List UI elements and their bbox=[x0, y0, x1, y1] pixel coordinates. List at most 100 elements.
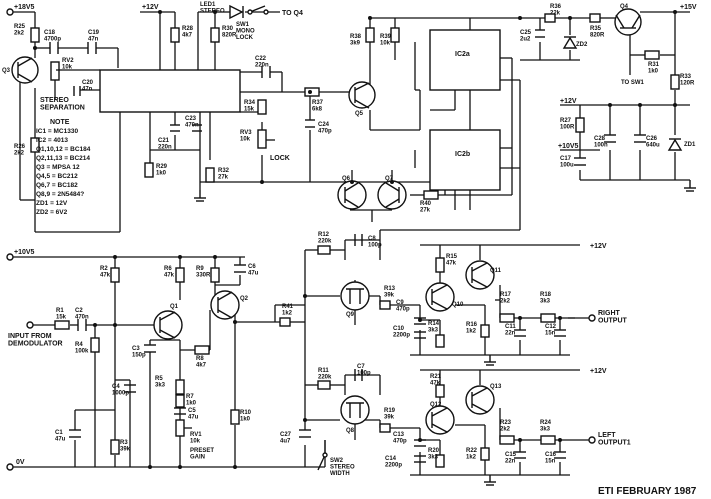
r40-resistor bbox=[423, 190, 439, 200]
r17-resistor bbox=[499, 313, 515, 323]
r3-resistor bbox=[110, 439, 120, 455]
q9-transistor bbox=[340, 281, 370, 311]
r13-resistor bbox=[379, 300, 391, 310]
q5-transistor bbox=[348, 81, 376, 109]
c21-capacitor bbox=[170, 124, 180, 132]
q2-transistor bbox=[210, 290, 240, 320]
input-terminal bbox=[26, 321, 34, 329]
r11-resistor bbox=[317, 380, 331, 390]
ic2b-label: IC2b bbox=[455, 151, 470, 158]
plus10-terminal bbox=[6, 253, 14, 261]
r36-resistor bbox=[544, 13, 556, 23]
note-line: Q4,5 = BC212 bbox=[36, 173, 78, 180]
ic2a-label: IC2a bbox=[455, 51, 470, 58]
c14-capacitor bbox=[414, 455, 426, 463]
note-line: Q8,9 = 2N5484? bbox=[36, 191, 84, 198]
notes-title: NOTE bbox=[50, 119, 70, 126]
c1-capacitor bbox=[69, 429, 81, 438]
r27-resistor bbox=[575, 117, 585, 133]
zero-v-terminal bbox=[6, 463, 14, 471]
rail-plus12-right-label: +12V bbox=[560, 98, 577, 105]
q3-label: Q3 bbox=[2, 68, 11, 74]
rail-zero-v-label: 0V bbox=[16, 459, 25, 466]
r34-resistor bbox=[257, 99, 267, 115]
q1-label: Q1 bbox=[170, 304, 179, 310]
r23-resistor bbox=[499, 435, 515, 445]
r31-resistor bbox=[644, 50, 660, 60]
r30-resistor bbox=[210, 27, 220, 43]
q13-label: Q13 bbox=[490, 384, 502, 390]
r19-resistor bbox=[379, 423, 391, 433]
components bbox=[6, 4, 696, 486]
plus18-terminal bbox=[6, 8, 14, 16]
r22-resistor bbox=[480, 447, 490, 461]
r24-resistor bbox=[540, 435, 556, 445]
q7-label: Q7 bbox=[385, 176, 394, 182]
ic1-chip bbox=[99, 69, 241, 113]
note-line: ZD1 = 12V bbox=[36, 200, 68, 207]
q12-label: Q12 bbox=[430, 402, 442, 408]
r12-resistor bbox=[317, 245, 331, 255]
rail-plus10-label: +10V5 bbox=[558, 143, 579, 150]
rv3-potentiometer bbox=[257, 129, 267, 149]
r41-resistor bbox=[279, 317, 291, 327]
c27-capacitor bbox=[299, 429, 311, 438]
c4-capacitor bbox=[124, 384, 136, 393]
q4-transistor bbox=[614, 8, 642, 36]
c26-capacitor bbox=[634, 134, 646, 143]
r35-resistor bbox=[589, 13, 601, 23]
top-wiring bbox=[10, 11, 690, 240]
q1-transistor bbox=[153, 310, 183, 340]
to-q4-label: TO Q4 bbox=[282, 10, 303, 17]
lock-label: LOCK bbox=[270, 155, 290, 162]
c2-capacitor bbox=[77, 319, 87, 331]
c7-capacitor bbox=[354, 369, 363, 381]
c6-capacitor bbox=[234, 264, 246, 273]
ic2b-chip bbox=[429, 129, 501, 191]
sw2-switch bbox=[317, 452, 328, 471]
r18-resistor bbox=[540, 313, 556, 323]
zd2-label: ZD2 bbox=[576, 42, 588, 48]
c15-capacitor bbox=[514, 451, 526, 459]
led1-diode bbox=[229, 4, 244, 20]
q7-transistor bbox=[377, 180, 407, 210]
zd1-label: ZD1 bbox=[684, 142, 696, 148]
c11-capacitor bbox=[514, 329, 526, 337]
r28-resistor bbox=[170, 27, 180, 43]
rail-plus12-q11-label: +12V bbox=[590, 243, 607, 250]
r10-resistor bbox=[230, 409, 240, 425]
ground-symbol bbox=[194, 190, 206, 202]
note-line: ZD2 = 6V2 bbox=[36, 209, 68, 216]
